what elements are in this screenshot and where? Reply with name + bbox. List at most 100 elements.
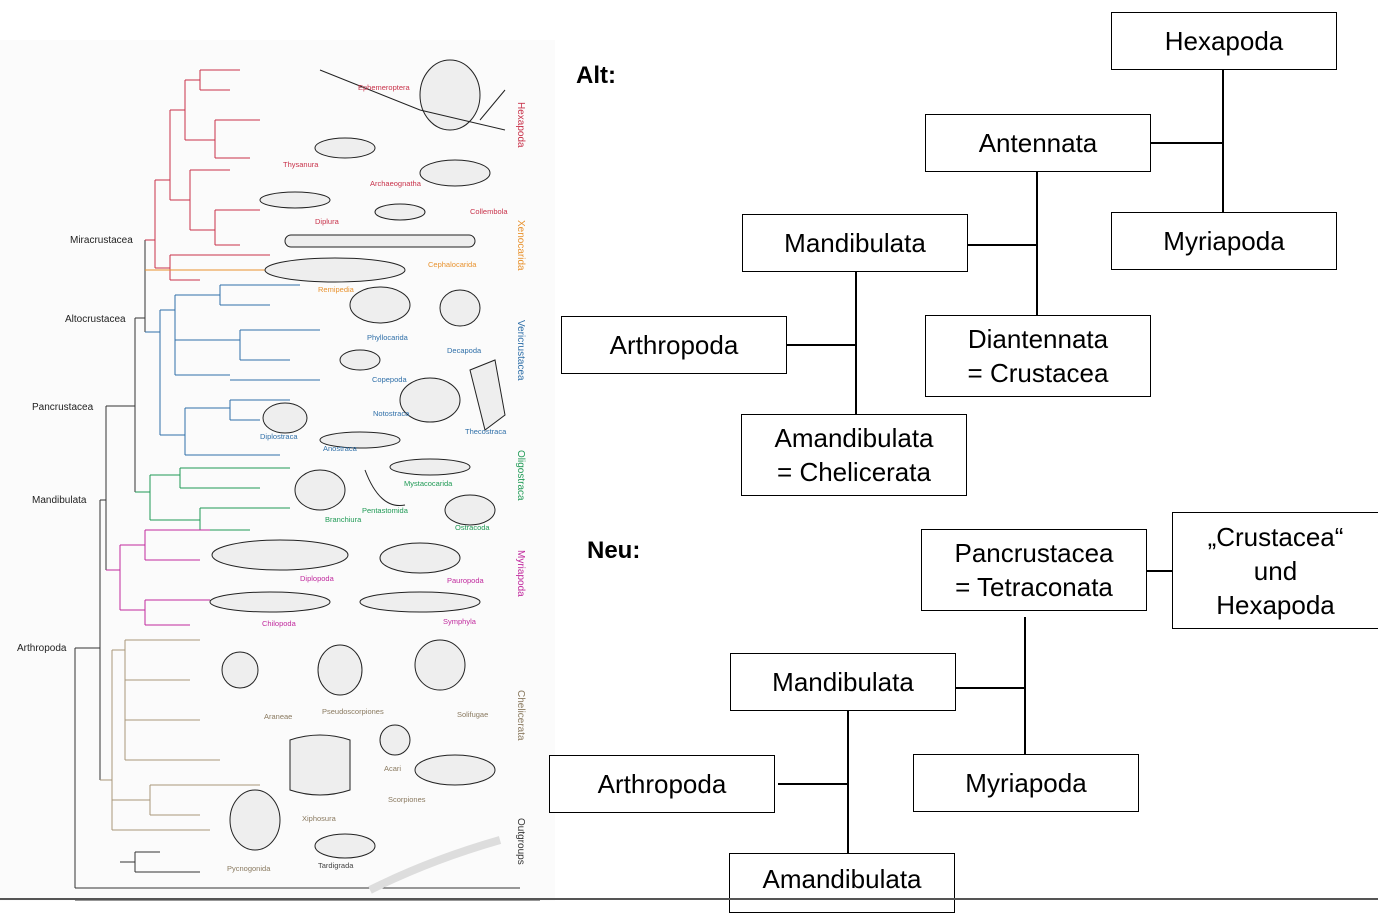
alt-hexapoda-label: Hexapoda — [1164, 26, 1284, 56]
taxon-labels: Ephemeroptera Thysanura Archaeognatha Co… — [227, 83, 508, 873]
tardigrade-drawing — [314, 833, 376, 859]
neu-connector-pancrustacea-myriapoda — [1024, 617, 1026, 754]
neu-box-amandibulata: Amandibulata — [729, 853, 955, 913]
neu-box-myriapoda: Myriapoda — [913, 754, 1139, 812]
anostracan-drawing — [319, 431, 401, 449]
taxon-xiphosura: Xiphosura — [302, 814, 337, 823]
cephalocarid-drawing — [284, 234, 476, 248]
neu-connector-mandibulata-amandibulata — [847, 711, 849, 853]
taxon-tardigrada: Tardigrada — [318, 861, 354, 870]
dipluran-drawing — [259, 191, 331, 209]
taxon-ostracoda: Ostracoda — [455, 523, 490, 532]
neu-crustacea-line3: Hexapoda — [1216, 589, 1335, 620]
group-labels: Hexapoda Xenocarida Vericrustacea Oligos… — [515, 102, 526, 865]
branches-outgroups — [120, 851, 200, 873]
animal-drawings — [209, 59, 506, 894]
branches-vericrustacea — [145, 284, 320, 456]
neu-crustacea-line1: „Crustacea“ — [1207, 521, 1344, 552]
copepod-drawing — [339, 349, 381, 371]
taxon-branchiura: Branchiura — [325, 515, 362, 524]
neu-box-arthropoda: Arthropoda — [549, 755, 775, 813]
spider-drawing — [221, 651, 259, 689]
taxon-anostraca: Anostraca — [323, 444, 358, 453]
alt-connector-antennata — [1151, 142, 1223, 144]
taxon-copepoda: Copepoda — [372, 375, 407, 384]
taxon-solifugae: Solifugae — [457, 710, 488, 719]
branchiuran-drawing — [294, 469, 346, 511]
taxon-thecostraca: Thecostraca — [465, 427, 507, 436]
alt-arthropoda-label: Arthropoda — [609, 330, 739, 360]
neu-box-pancrustacea: Pancrustacea = Tetraconata — [921, 529, 1147, 611]
taxon-pycnogonida: Pycnogonida — [227, 864, 271, 873]
taxon-decapoda: Decapoda — [447, 346, 482, 355]
mite-drawing — [379, 724, 411, 756]
phylogeny-figure: Miracrustacea Altocrustacea Pancrustacea… — [0, 40, 555, 901]
alt-diantennata-line2: = Crustacea — [967, 358, 1109, 388]
horseshoe-crab-drawing — [289, 734, 351, 796]
group-outgroups: Outgroups — [515, 818, 526, 865]
alt-heading: Alt: — [576, 62, 616, 89]
neu-myriapoda-label: Myriapoda — [965, 768, 1087, 798]
taxon-ephemeroptera: Ephemeroptera — [358, 83, 411, 92]
notostracan-drawing — [399, 377, 461, 423]
group-hexapoda: Hexapoda — [515, 102, 526, 148]
taxon-araneae: Araneae — [264, 712, 292, 721]
pentastomid-drawing — [364, 469, 406, 507]
neu-crustacea-line2: und — [1253, 555, 1298, 586]
neu-box-crustacea-hexapoda: „Crustacea“ und Hexapoda — [1172, 512, 1378, 629]
taxon-diplopoda: Diplopoda — [300, 574, 335, 583]
chilopod-drawing — [209, 591, 331, 613]
alt-amandibulata-line1: Amandibulata — [774, 423, 934, 453]
alt-connector-antennata-diantennata — [1036, 172, 1038, 315]
label-mandibulata: Mandibulata — [32, 495, 87, 506]
taxon-collembola: Collembola — [470, 207, 508, 216]
taxon-notostraca: Notostraca — [373, 409, 410, 418]
alt-connector-mandibulata — [968, 244, 1037, 246]
taxon-diplura: Diplura — [315, 217, 340, 226]
symphylan-drawing — [359, 591, 481, 613]
alt-connector-hexapoda-myriapoda — [1222, 70, 1224, 212]
alt-connector-mandibulata-amandibulata — [855, 272, 857, 414]
barnacle-drawing — [469, 359, 506, 431]
group-oligostraca: Oligostraca — [515, 450, 526, 501]
diplostracan-drawing — [262, 402, 308, 434]
neu-connector-arthropoda — [778, 783, 848, 785]
taxon-pauropoda: Pauropoda — [447, 576, 485, 585]
group-chelicerata: Chelicerata — [515, 690, 526, 741]
alt-box-diantennata: Diantennata = Crustacea — [925, 315, 1151, 397]
ostracod-drawing — [444, 494, 496, 526]
neu-pancrustacea-line1: Pancrustacea — [954, 538, 1114, 568]
label-altocrustacea: Altocrustacea — [65, 314, 126, 325]
crab-drawing — [439, 289, 481, 327]
alt-box-hexapoda: Hexapoda — [1111, 12, 1337, 70]
taxon-remipedia: Remipedia — [318, 285, 355, 294]
taxon-acari: Acari — [384, 764, 401, 773]
scorpion-drawing — [414, 754, 496, 786]
branches-myriapoda — [106, 529, 210, 626]
neu-heading: Neu: — [587, 537, 641, 564]
alt-myriapoda-label: Myriapoda — [1163, 226, 1285, 256]
phylogeny-tree: Miracrustacea Altocrustacea Pancrustacea… — [17, 59, 540, 901]
alt-diantennata-line1: Diantennata — [967, 324, 1109, 354]
taxon-chilopoda: Chilopoda — [262, 619, 297, 628]
alt-box-arthropoda: Arthropoda — [561, 316, 787, 374]
branches-oligostraca — [135, 467, 290, 531]
alt-connector-arthropoda — [787, 344, 856, 346]
group-myriapoda: Myriapoda — [515, 550, 526, 597]
neu-connector-mandibulata — [956, 687, 1025, 689]
bottom-rule — [0, 898, 1378, 900]
phyllocarid-drawing — [349, 286, 411, 324]
remipede-drawing — [264, 257, 406, 283]
solifuge-drawing — [414, 639, 466, 691]
neu-box-mandibulata: Mandibulata — [730, 653, 956, 711]
taxon-pseudoscorpiones: Pseudoscorpiones — [322, 707, 384, 716]
group-xenocarida: Xenocarida — [515, 220, 526, 271]
bristletail-drawing — [419, 159, 491, 187]
tree-backbone — [74, 240, 540, 901]
label-arthropoda: Arthropoda — [17, 643, 67, 654]
neu-pancrustacea-line2: = Tetraconata — [955, 572, 1113, 602]
pseudoscorpion-drawing — [317, 644, 363, 696]
taxon-thysanura: Thysanura — [283, 160, 319, 169]
taxon-cephalocarida: Cephalocarida — [428, 260, 477, 269]
alt-box-amandibulata: Amandibulata = Chelicerata — [741, 414, 967, 496]
